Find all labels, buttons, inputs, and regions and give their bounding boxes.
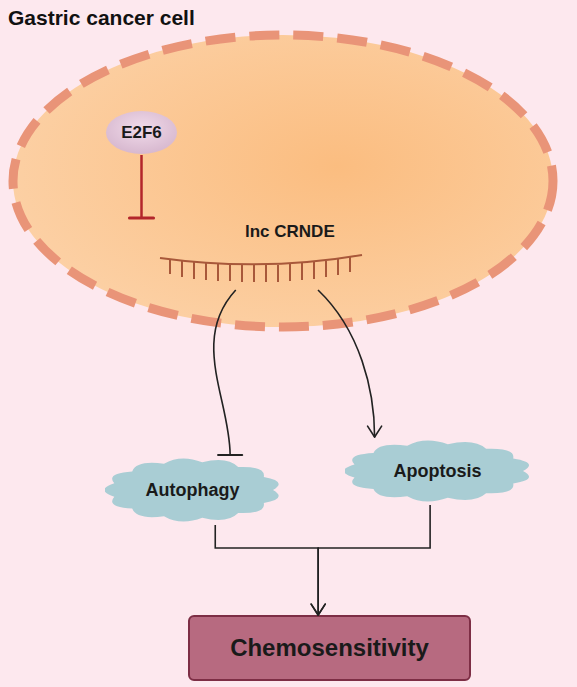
inhibition-connector bbox=[214, 290, 242, 455]
connector-line bbox=[318, 505, 430, 615]
node-label: lnc CRNDE bbox=[245, 222, 335, 242]
shape-fill bbox=[106, 111, 177, 154]
arrow-head bbox=[130, 216, 154, 219]
arrow-head bbox=[318, 604, 325, 615]
rna-strand bbox=[160, 255, 362, 282]
outcome-box: Chemosensitivity bbox=[188, 615, 471, 681]
node-label: Chemosensitivity bbox=[190, 634, 469, 662]
arrow-connector bbox=[318, 290, 382, 437]
protein-ellipse: E2F6 bbox=[105, 110, 178, 155]
lncrna-strand: lnc CRNDE bbox=[130, 218, 365, 290]
arrow-connector bbox=[311, 505, 430, 615]
connector-line bbox=[215, 525, 318, 615]
connector-line bbox=[140, 155, 143, 218]
arrow-head bbox=[311, 604, 318, 615]
node-label: Autophagy bbox=[105, 480, 280, 501]
process-cloud: Apoptosis bbox=[345, 437, 530, 505]
inhibition-connector bbox=[130, 155, 154, 218]
process-cloud: Autophagy bbox=[105, 455, 280, 525]
arrow-head bbox=[318, 604, 325, 615]
shape-fill bbox=[345, 441, 529, 502]
arrow-head bbox=[311, 604, 318, 615]
connector-line bbox=[318, 290, 375, 437]
arrow-head bbox=[368, 426, 375, 437]
cell-membrane bbox=[13, 35, 553, 327]
arrow-connector bbox=[215, 525, 325, 615]
figure-title: Gastric cancer cell bbox=[8, 6, 195, 30]
arrow-head bbox=[218, 454, 242, 456]
arrow-head bbox=[375, 426, 382, 437]
node-label: Apoptosis bbox=[345, 461, 530, 482]
connector-line bbox=[214, 290, 236, 455]
node-label: E2F6 bbox=[105, 123, 178, 143]
